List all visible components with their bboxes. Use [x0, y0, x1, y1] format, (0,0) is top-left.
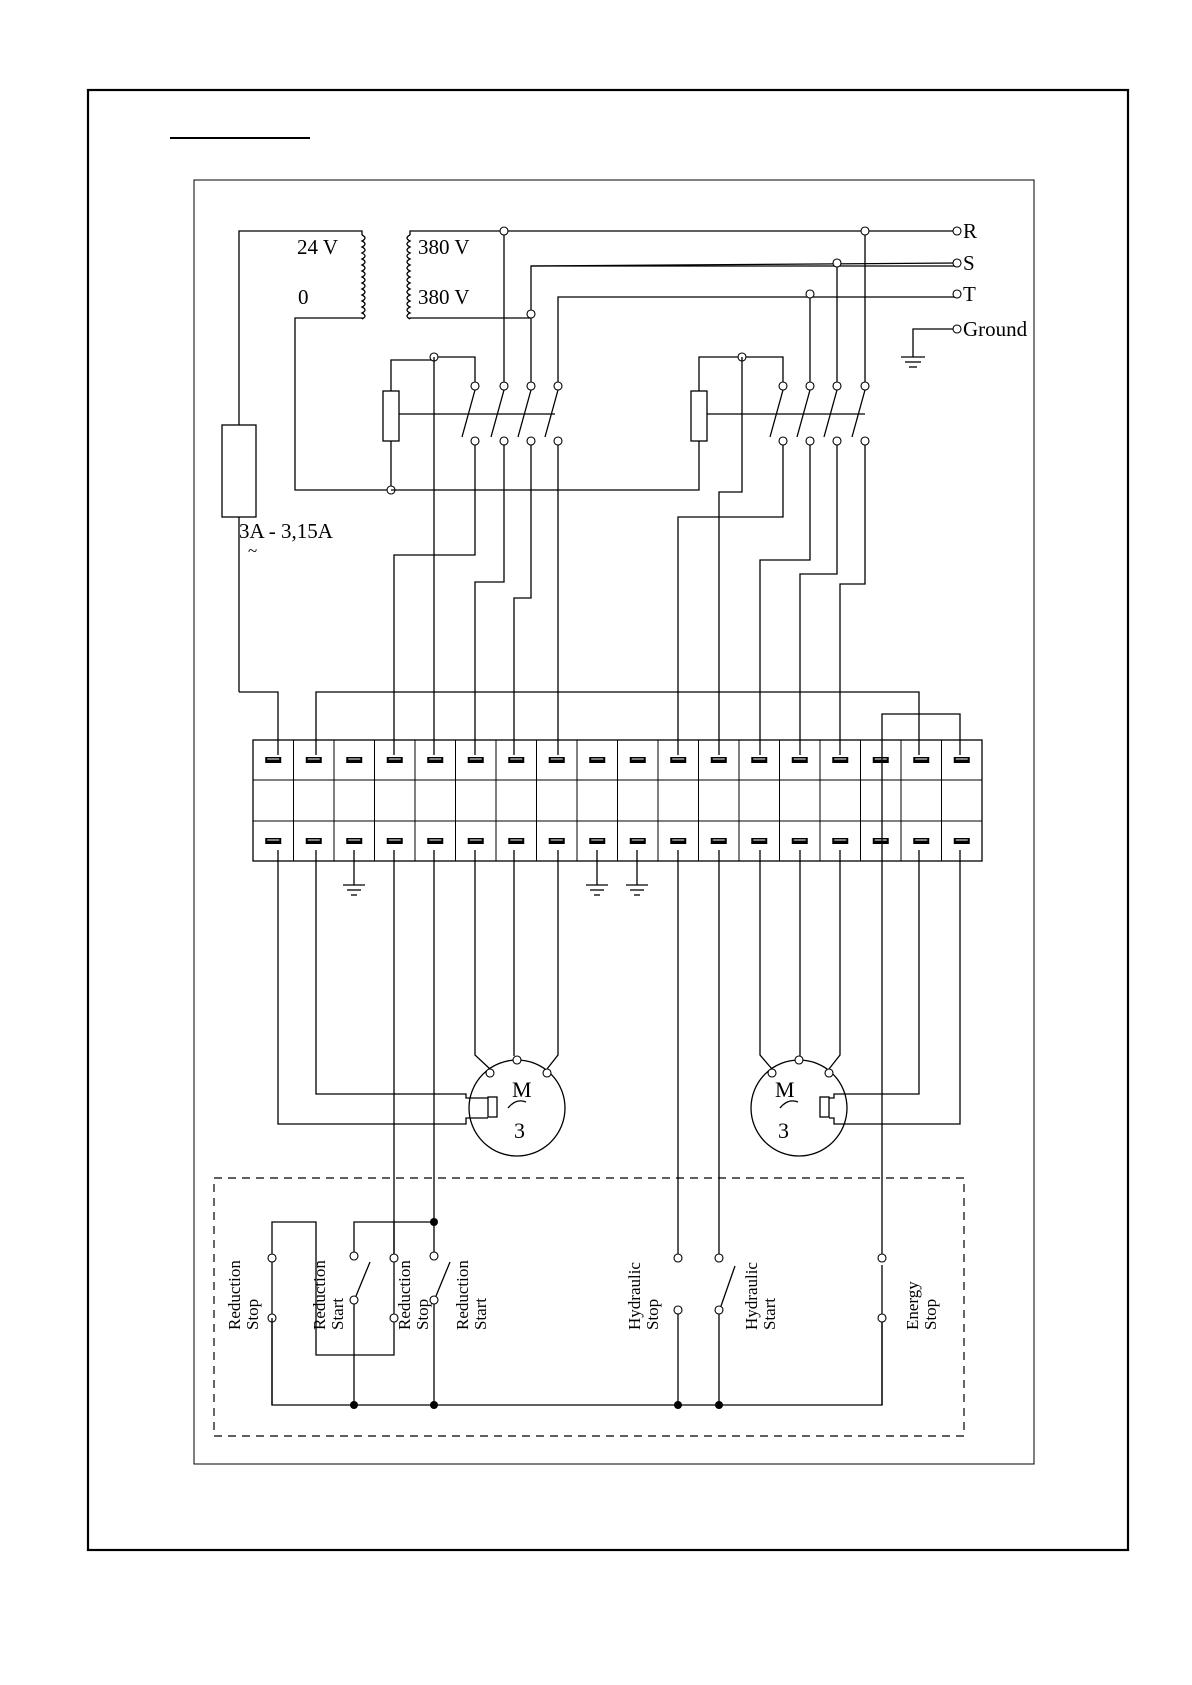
terminal-screw: [832, 757, 848, 763]
fuse: 3A - 3,15A ~: [222, 425, 334, 755]
terminal-screw: [873, 838, 889, 844]
terminal-screw: [427, 757, 443, 763]
fuse-symbol: ~: [248, 541, 257, 560]
motor-1-letter: M: [512, 1077, 532, 1102]
control-label-4-line1: Reduction: [453, 1260, 472, 1330]
control-label-1-line1: Reduction: [225, 1260, 244, 1330]
terminal-8: [549, 757, 565, 844]
control-labels: Reduction Stop Reduction Start Reduction…: [225, 1260, 940, 1330]
terminal-screw: [832, 838, 848, 844]
motor-1-phases: 3: [514, 1118, 525, 1143]
terminal-screw: [589, 838, 605, 844]
transformer: 24 V 0 380 V 380 V: [239, 231, 531, 490]
terminal-screw: [751, 838, 767, 844]
terminal-screw: [751, 757, 767, 763]
secondary-zero-label: 0: [298, 285, 309, 309]
terminal-screw: [306, 838, 322, 844]
terminal-3: [346, 757, 362, 844]
terminal-block: [253, 740, 982, 861]
terminal-screw: [913, 757, 929, 763]
terminal-screw: [670, 757, 686, 763]
bridge-wire-2: [882, 714, 960, 755]
terminal-screw: [306, 757, 322, 763]
terminal-12: [711, 757, 727, 844]
terminal-screw: [387, 838, 403, 844]
terminal-18: [954, 757, 970, 844]
control-label-4-line2: Start: [471, 1298, 490, 1330]
terminal-screw: [711, 757, 727, 763]
terminal-screw: [670, 838, 686, 844]
phase-r-label: R: [963, 219, 977, 243]
terminal-screw: [630, 838, 646, 844]
control-label-3-line2: Stop: [413, 1299, 432, 1330]
contactor-2: [391, 353, 869, 755]
terminal-16: [873, 757, 889, 844]
motor-2-letter: M: [775, 1077, 795, 1102]
terminal-screw: [792, 757, 808, 763]
control-label-5-line2: Stop: [643, 1299, 662, 1330]
terminal-14: [792, 757, 808, 844]
primary-voltage-label-2: 380 V: [418, 285, 470, 309]
terminal-screw: [792, 838, 808, 844]
terminal-screw: [711, 838, 727, 844]
terminal-screw: [589, 757, 605, 763]
outer-frame: [88, 90, 1128, 1550]
control-label-1-line2: Stop: [243, 1299, 262, 1330]
fuse-rating-label: 3A - 3,15A: [239, 519, 334, 543]
terminal-screw: [549, 838, 565, 844]
terminal-screw: [954, 838, 970, 844]
phase-t-label: T: [963, 282, 976, 306]
terminal-screw: [873, 757, 889, 763]
ground-label: Ground: [963, 317, 1028, 341]
terminal-screw: [630, 757, 646, 763]
terminal-7: [508, 757, 524, 844]
terminal-11: [670, 757, 686, 844]
primary-voltage-label-1: 380 V: [418, 235, 470, 259]
control-label-2-line2: Start: [328, 1298, 347, 1330]
terminal-4: [387, 757, 403, 844]
terminal-screw: [265, 757, 281, 763]
terminal-15: [832, 757, 848, 844]
terminal-2: [306, 757, 322, 844]
control-label-3-line1: Reduction: [395, 1260, 414, 1330]
control-label-6-line2: Start: [760, 1298, 779, 1330]
terminal-screw: [346, 757, 362, 763]
secondary-voltage-label: 24 V: [297, 235, 338, 259]
terminal-screw: [387, 757, 403, 763]
terminal-10: [630, 757, 646, 844]
terminal-6: [468, 757, 484, 844]
terminal-13: [751, 757, 767, 844]
terminal-screw: [508, 757, 524, 763]
terminal-screw: [954, 757, 970, 763]
control-label-7-line1: Energy: [903, 1281, 922, 1330]
control-label-5-line1: Hydraulic: [625, 1262, 644, 1330]
terminal-screw: [265, 838, 281, 844]
supply-lines: R S T Ground: [500, 219, 1028, 390]
terminal-screw: [346, 838, 362, 844]
motor-2-phases: 3: [778, 1118, 789, 1143]
terminal-screw: [508, 838, 524, 844]
control-label-7-line2: Stop: [921, 1299, 940, 1330]
phase-s-label: S: [963, 251, 975, 275]
terminal-screw: [468, 838, 484, 844]
terminal-5: [427, 757, 443, 844]
contactor-1: [383, 353, 562, 755]
terminal-9: [589, 757, 605, 844]
terminal-screw: [468, 757, 484, 763]
terminal-screw: [427, 838, 443, 844]
terminal-1: [265, 757, 281, 844]
motor-1: M 3: [278, 850, 565, 1156]
motor-2: M 3: [751, 850, 960, 1156]
control-label-6-line1: Hydraulic: [742, 1262, 761, 1330]
control-label-2-line1: Reduction: [310, 1260, 329, 1330]
terminal-screw: [549, 757, 565, 763]
terminal-17: [913, 757, 929, 844]
terminal-screw: [913, 838, 929, 844]
